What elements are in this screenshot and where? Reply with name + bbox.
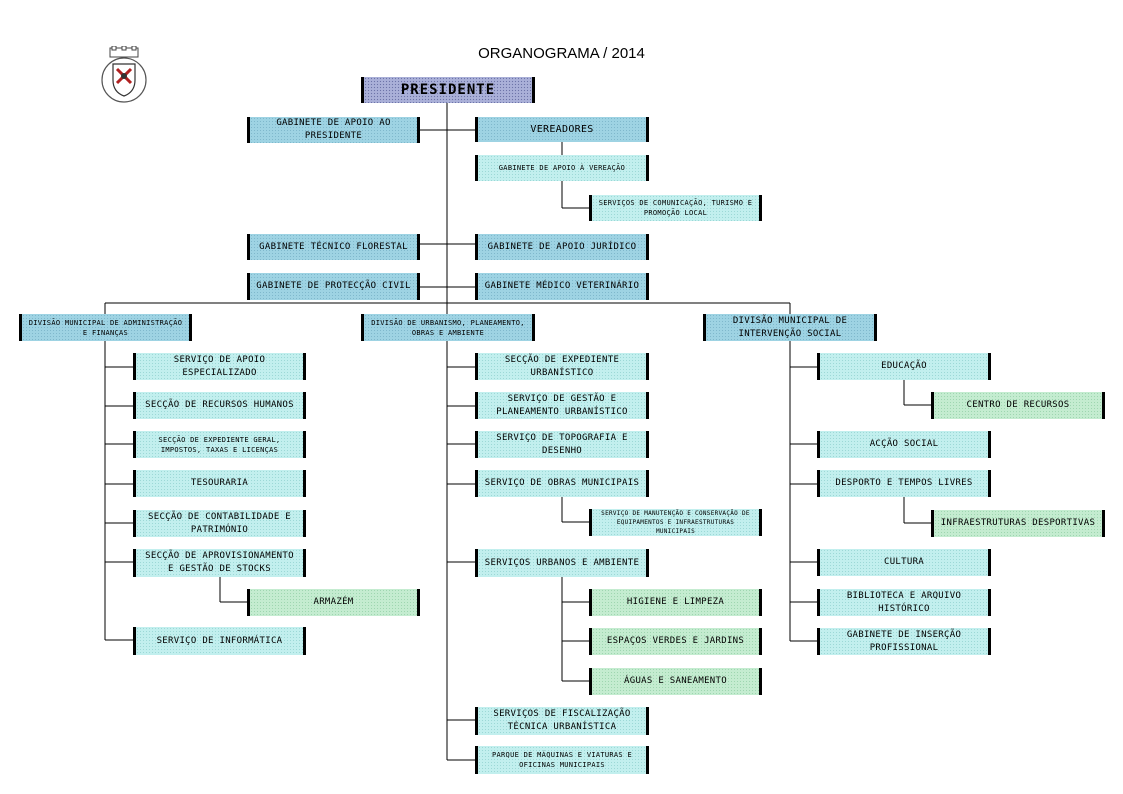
municipal-coat-of-arms-icon [101,46,147,103]
gabinete-insercao-profissional-box: GABINETE DE INSERÇÃO PROFISSIONAL [817,628,991,655]
gabinete-apoio-juridico-box: GABINETE DE APOIO JURÍDICO [475,234,649,260]
tesouraria-box: TESOURARIA [133,470,306,497]
armazem-box: ARMAZÉM [247,589,420,616]
vereadores-box: VEREADORES [475,117,649,142]
espacos-verdes-box: ESPAÇOS VERDES E JARDINS [589,628,762,655]
servicos-fiscalizacao-box: SERVIÇOS DE FISCALIZAÇÃO TÉCNICA URBANÍS… [475,707,649,735]
president-box: PRESIDENTE [361,77,535,103]
servico-manutencao-box: SERVIÇO DE MANUTENÇÃO E CONSERVAÇÃO DE E… [589,509,762,536]
centro-recursos-box: CENTRO DE RECURSOS [931,392,1105,419]
parque-maquinas-box: PARQUE DE MÁQUINAS E VIATURAS E OFICINAS… [475,746,649,774]
gabinete-tecnico-florestal-box: GABINETE TÉCNICO FLORESTAL [247,234,420,260]
seccao-aprovisionamento-box: SECÇÃO DE APROVISIONAMENTO E GESTÃO DE S… [133,549,306,577]
biblioteca-arquivo-box: BIBLIOTECA E ARQUIVO HISTÓRICO [817,589,991,616]
servico-topografia-box: SERVIÇO DE TOPOGRAFIA E DESENHO [475,431,649,458]
servico-obras-municipais-box: SERVIÇO DE OBRAS MUNICIPAIS [475,470,649,497]
gabinete-medico-veterinario-box: GABINETE MÉDICO VETERINÁRIO [475,273,649,300]
gabinete-proteccao-civil-box: GABINETE DE PROTECÇÃO CIVIL [247,273,420,300]
gabinete-apoio-vereacao-box: GABINETE DE APOIO À VEREAÇÃO [475,155,649,181]
gabinete-apoio-presidente-box: GABINETE DE APOIO AO PRESIDENTE [247,117,420,143]
seccao-expediente-geral-box: SECÇÃO DE EXPEDIENTE GERAL, IMPOSTOS, TA… [133,431,306,458]
page-title: ORGANOGRAMA / 2014 [478,45,645,62]
division-administracao-financas: DIVISÃO MUNICIPAL DE ADMINISTRAÇÃO E FIN… [19,314,192,341]
servico-apoio-especializado-box: SERVIÇO DE APOIO ESPECIALIZADO [133,353,306,380]
educacao-box: EDUCAÇÃO [817,353,991,380]
infraestruturas-desportivas-box: INFRAESTRUTURAS DESPORTIVAS [931,510,1105,537]
seccao-recursos-humanos-box: SECÇÃO DE RECURSOS HUMANOS [133,392,306,419]
servicos-comunicacao-box: SERVIÇOS DE COMUNICAÇÃO, TURISMO E PROMO… [589,195,762,221]
cultura-box: CULTURA [817,549,991,576]
division-urbanismo-obras-ambiente: DIVISÃO DE URBANISMO, PLANEAMENTO, OBRAS… [361,314,535,341]
accao-social-box: ACÇÃO SOCIAL [817,431,991,458]
aguas-saneamento-box: ÁGUAS E SANEAMENTO [589,668,762,695]
servico-gestao-planeamento-box: SERVIÇO DE GESTÃO E PLANEAMENTO URBANÍST… [475,392,649,419]
seccao-contabilidade-box: SECÇÃO DE CONTABILIDADE E PATRIMÓNIO [133,510,306,537]
servico-informatica-box: SERVIÇO DE INFORMÁTICA [133,627,306,655]
servicos-urbanos-ambiente-box: SERVIÇOS URBANOS E AMBIENTE [475,549,649,577]
division-intervencao-social: DIVISÃO MUNICIPAL DE INTERVENÇÃO SOCIAL [703,314,877,341]
desporto-tempos-livres-box: DESPORTO E TEMPOS LIVRES [817,470,991,497]
higiene-limpeza-box: HIGIENE E LIMPEZA [589,589,762,616]
seccao-expediente-urbanistico-box: SECÇÃO DE EXPEDIENTE URBANÍSTICO [475,353,649,380]
